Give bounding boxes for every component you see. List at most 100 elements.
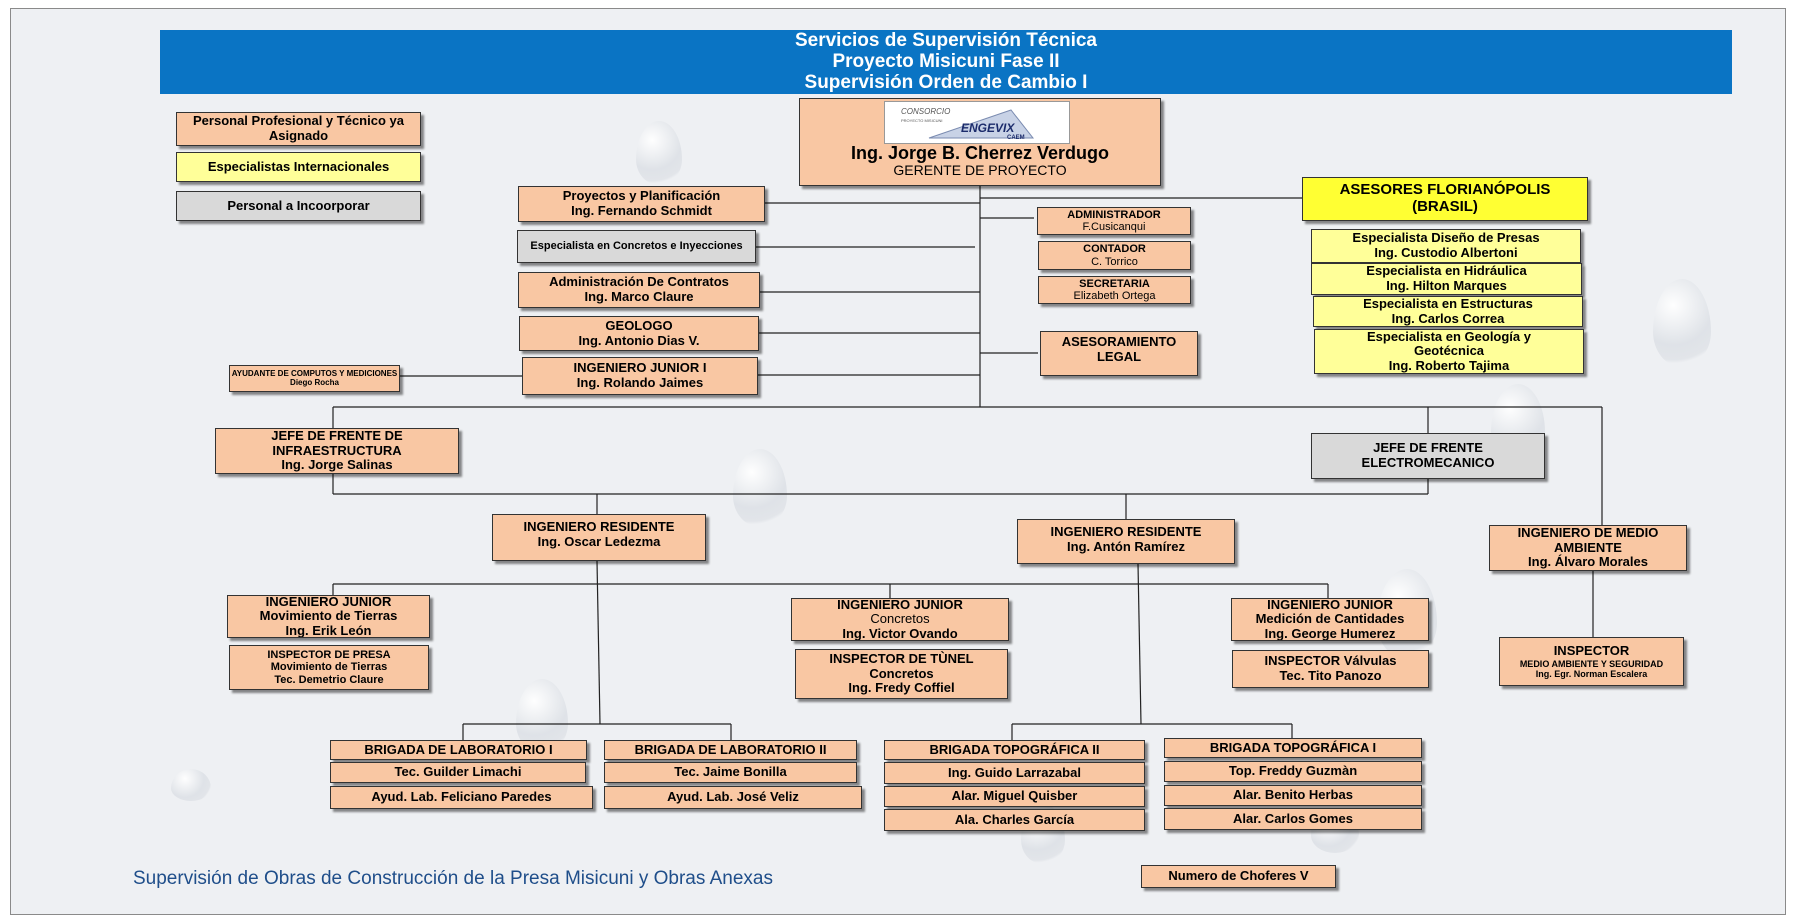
box-name: Ing. Fredy Coffiel: [848, 680, 955, 696]
brigade-member: Top. Freddy Guzmàn: [1228, 763, 1358, 779]
water-drop-decoration: [733, 449, 787, 527]
staff-name: Ing. Fernando Schmidt: [571, 203, 712, 218]
inspector-tunel: INSPECTOR DE TÙNEL Concretos Ing. Fredy …: [795, 649, 1008, 699]
advisor-role: Especialista en Estructuras: [1363, 296, 1533, 311]
staff-role: SECRETARIA: [1079, 277, 1150, 290]
brigada-topografica-1-member: Top. Freddy Guzmàn: [1164, 761, 1422, 782]
staff-ayudante-computos: AYUDANTE DE COMPUTOS Y MEDICIONES Diego …: [229, 365, 400, 392]
box-role: INGENIERO RESIDENTE: [523, 519, 675, 534]
brigada-topografica-1-member: Alar. Benito Herbas: [1164, 785, 1422, 806]
legend-to-incorporate-label: Personal a Incoorporar: [227, 197, 370, 213]
box-name: Ing. Erik León: [285, 622, 372, 638]
brigada-topografica-2-member: Ing. Guido Larrazabal: [884, 762, 1145, 784]
brigada-laboratorio-2-member: Tec. Jaime Bonilla: [604, 762, 857, 783]
water-drop-decoration: [636, 121, 682, 185]
box-role: INSPECTOR DE TÙNEL: [829, 651, 974, 667]
advisor-name: Ing. Roberto Tajima: [1388, 357, 1510, 373]
box-area: MEDIO AMBIENTE Y SEGURIDAD: [1519, 658, 1664, 669]
box-area: Movimiento de Tierras: [270, 661, 388, 674]
staff-name: Ing. Antonio Dias V.: [578, 332, 700, 348]
brigade-title: BRIGADA DE LABORATORIO I: [364, 741, 553, 757]
box-role: INGENIERO JUNIOR: [265, 595, 392, 609]
staff-name: C. Torrico: [1091, 255, 1138, 268]
box-area: Concretos: [869, 665, 934, 681]
water-drop-decoration: [171, 769, 211, 801]
staff-name: Elizabeth Ortega: [1073, 290, 1156, 302]
staff-role: ASESORAMIENTO LEGAL: [1061, 334, 1177, 364]
box-name: Ing. Egr. Norman Escalera: [1535, 668, 1648, 679]
numero-choferes: Numero de Choferes V: [1141, 865, 1336, 888]
legend-to-incorporate: Personal a Incoorporar: [176, 191, 421, 221]
advisor-geologia: Especialista en Geología y Geotécnica In…: [1314, 329, 1584, 374]
title-banner: Servicios de Supervisión Técnica Proyect…: [160, 30, 1732, 94]
box-role: INGENIERO JUNIOR: [1267, 598, 1393, 612]
water-drop-decoration: [1653, 279, 1711, 367]
advisor-role: Especialista en Geología y Geotécnica: [1366, 329, 1531, 359]
legend-assigned: Personal Profesional y Técnico ya Asigna…: [176, 112, 421, 146]
consortium-logo: CONSORCIO PROYECTO MISICUNI ENGEVIX CAEM: [884, 101, 1070, 144]
brigade-member: Ayud. Lab. José Veliz: [667, 789, 799, 805]
advisor-hidraulica: Especialista en Hidráulica Ing. Hilton M…: [1311, 263, 1582, 295]
advisor-role: Especialista Diseño de Presas: [1352, 230, 1540, 246]
brigade-title: BRIGADA TOPOGRÁFICA I: [1209, 739, 1377, 755]
brigade-member: Tec. Guilder Limachi: [394, 764, 522, 780]
brigade-member: Alar. Benito Herbas: [1233, 787, 1353, 803]
staff-name: Diego Rocha: [290, 377, 339, 387]
inspector-valvulas: INSPECTOR Válvulas Tec. Tito Panozo: [1232, 650, 1429, 688]
brigade-member: Alar. Carlos Gomes: [1233, 810, 1353, 826]
brigada-laboratorio-2-member: Ayud. Lab. José Veliz: [604, 786, 862, 809]
junior-medicion-cantidades: INGENIERO JUNIOR Medición de Cantidades …: [1231, 598, 1429, 641]
brigade-title: BRIGADA TOPOGRÁFICA II: [929, 741, 1100, 757]
brigade-member: Ala. Charles García: [954, 811, 1075, 827]
brigada-topografica-2-title: BRIGADA TOPOGRÁFICA II: [884, 740, 1145, 760]
box-area: Movimiento de Tierras: [259, 608, 398, 624]
jefe-frente-electromecanico: JEFE DE FRENTE ELECTROMECANICO: [1311, 433, 1545, 479]
legend-international: Especialistas Internacionales: [176, 152, 421, 182]
staff-name: F.Cusicanqui: [1082, 221, 1146, 233]
brigada-laboratorio-1-member: Tec. Guilder Limachi: [330, 762, 586, 783]
brigada-laboratorio-1-title: BRIGADA DE LABORATORIO I: [330, 740, 587, 760]
inspector-medio-ambiente: INSPECTOR MEDIO AMBIENTE Y SEGURIDAD Ing…: [1499, 637, 1684, 686]
legend-international-label: Especialistas Internacionales: [207, 158, 390, 174]
junior-movimiento-tierras: INGENIERO JUNIOR Movimiento de Tierras I…: [227, 595, 430, 638]
staff-geologo: GEOLOGO Ing. Antonio Dias V.: [519, 316, 759, 351]
box-area: Concretos: [870, 611, 930, 627]
logo-consorcio-text: CONSORCIO: [901, 107, 950, 116]
ingeniero-medio-ambiente: INGENIERO DE MEDIO AMBIENTE Ing. Álvaro …: [1489, 525, 1687, 571]
footer-caption: Supervisión de Obras de Construcción de …: [133, 868, 773, 889]
brigade-member: Alar. Miguel Quisber: [951, 788, 1078, 804]
jefe-frente-infraestructura: JEFE DE FRENTE DE INFRAESTRUCTURA Ing. J…: [215, 428, 459, 474]
advisor-name: Ing. Carlos Correa: [1391, 310, 1505, 326]
box-role: INSPECTOR DE PRESA: [267, 649, 391, 662]
box-name: Ing. George Humerez: [1264, 625, 1396, 641]
staff-name: Ing. Rolando Jaimes: [576, 375, 704, 390]
staff-ingeniero-junior-i: INGENIERO JUNIOR I Ing. Rolando Jaimes: [522, 357, 758, 395]
advisor-name: Ing. Custodio Albertoni: [1374, 245, 1518, 260]
choferes-label: Numero de Choferes V: [1168, 868, 1309, 884]
advisor-estructuras: Especialista en Estructuras Ing. Carlos …: [1313, 296, 1583, 327]
staff-role: AYUDANTE DE COMPUTOS Y MEDICIONES: [231, 368, 398, 378]
staff-asesoramiento-legal: ASESORAMIENTO LEGAL: [1040, 331, 1198, 376]
advisors-title: ASESORES FLORIANÓPOLIS (BRASIL): [1339, 181, 1551, 215]
manager-role: GERENTE DE PROYECTO: [893, 162, 1067, 179]
ingeniero-residente-1: INGENIERO RESIDENTE Ing. Oscar Ledezma: [492, 514, 706, 561]
box-name: Ing. Álvaro Morales: [1528, 554, 1648, 570]
brigada-topografica-2-member: Alar. Miguel Quisber: [884, 786, 1145, 807]
brigade-member: Ing. Guido Larrazabal: [948, 764, 1081, 780]
advisors-title-box: ASESORES FLORIANÓPOLIS (BRASIL): [1302, 177, 1588, 221]
brigada-laboratorio-2-title: BRIGADA DE LABORATORIO II: [604, 740, 857, 760]
staff-administrador: ADMINISTRADOR F.Cusicanqui: [1037, 207, 1191, 235]
brigada-laboratorio-1-member: Ayud. Lab. Feliciano Paredes: [330, 786, 593, 809]
box-name: Tec. Demetrio Claure: [274, 673, 384, 686]
box-area: Medición de Cantidades: [1255, 611, 1405, 627]
box-name: Ing. Victor Ovando: [842, 625, 958, 641]
advisor-role: Especialista en Hidráulica: [1366, 263, 1527, 279]
box-role: INSPECTOR: [1553, 643, 1630, 659]
engevix-logo-icon: CONSORCIO PROYECTO MISICUNI ENGEVIX CAEM: [901, 107, 1035, 141]
junior-concretos: INGENIERO JUNIOR Concretos Ing. Victor O…: [791, 598, 1009, 641]
ingeniero-residente-2: INGENIERO RESIDENTE Ing. Antón Ramírez: [1017, 519, 1235, 564]
advisor-diseno-presas: Especialista Diseño de Presas Ing. Custo…: [1311, 229, 1581, 263]
title-line-1: Servicios de Supervisión Técnica: [794, 30, 1097, 51]
title-line-3: Supervisión Orden de Cambio I: [804, 72, 1088, 93]
staff-role: Proyectos y Planificación: [562, 188, 721, 204]
